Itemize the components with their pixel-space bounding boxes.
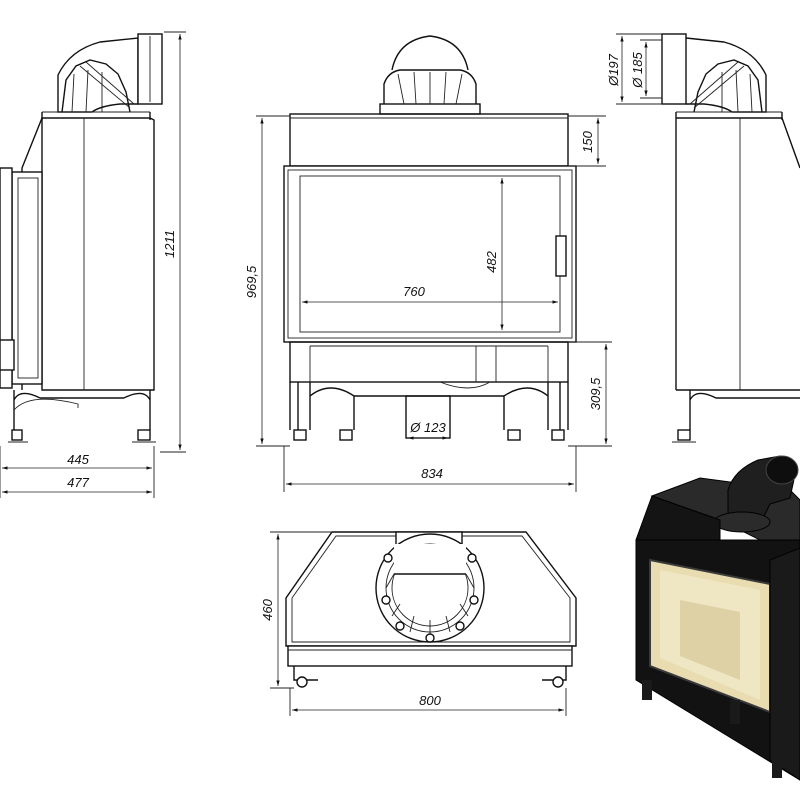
dim-inlet-diameter: Ø 123: [409, 420, 446, 435]
front-view: 760 482 Ø 123 150 309,5: [244, 35, 612, 492]
foot-left: [11, 429, 23, 441]
plan-view: 460 800: [260, 531, 577, 716]
dim-front-width: 834: [421, 466, 443, 481]
side-legs: [13, 390, 151, 430]
dim-outlet-outer: Ø197: [606, 53, 621, 87]
door-handle: [555, 235, 567, 277]
flue-dome: [61, 59, 131, 113]
dim-side-depth-outer: 477: [67, 475, 89, 490]
front-top-box: [289, 113, 569, 167]
plan-outline: [285, 531, 577, 647]
dim-plan-depth: 460: [260, 598, 275, 620]
front-base: [289, 341, 569, 383]
front-legs: [289, 382, 569, 430]
right-flue-collar: [661, 33, 687, 105]
right-legs: [689, 390, 800, 430]
foot-right: [137, 429, 151, 441]
dim-plan-width: 800: [419, 693, 441, 708]
dim-top-height: 150: [580, 130, 595, 152]
dim-glass-width: 760: [403, 284, 425, 299]
fireplace-3d-render: [635, 455, 800, 781]
front-door-frame: [283, 165, 577, 343]
dim-total-height: 1211: [162, 230, 177, 258]
dim-outlet-inner: Ø 185: [630, 52, 645, 89]
dim-base-height: 309,5: [588, 377, 603, 410]
plan-front-strip: [287, 645, 573, 667]
side-door-frame: [0, 167, 13, 389]
dim-glass-height: 482: [484, 250, 499, 272]
side-body: [41, 117, 155, 391]
front-dome-arch: [391, 35, 469, 71]
side-door: [11, 171, 43, 385]
right-side-view: Ø197 Ø 185: [606, 33, 800, 443]
dim-front-height: 969,5: [244, 265, 259, 298]
left-side-view: 1211 445 477: [0, 31, 186, 498]
dim-side-depth-inner: 445: [67, 452, 89, 467]
